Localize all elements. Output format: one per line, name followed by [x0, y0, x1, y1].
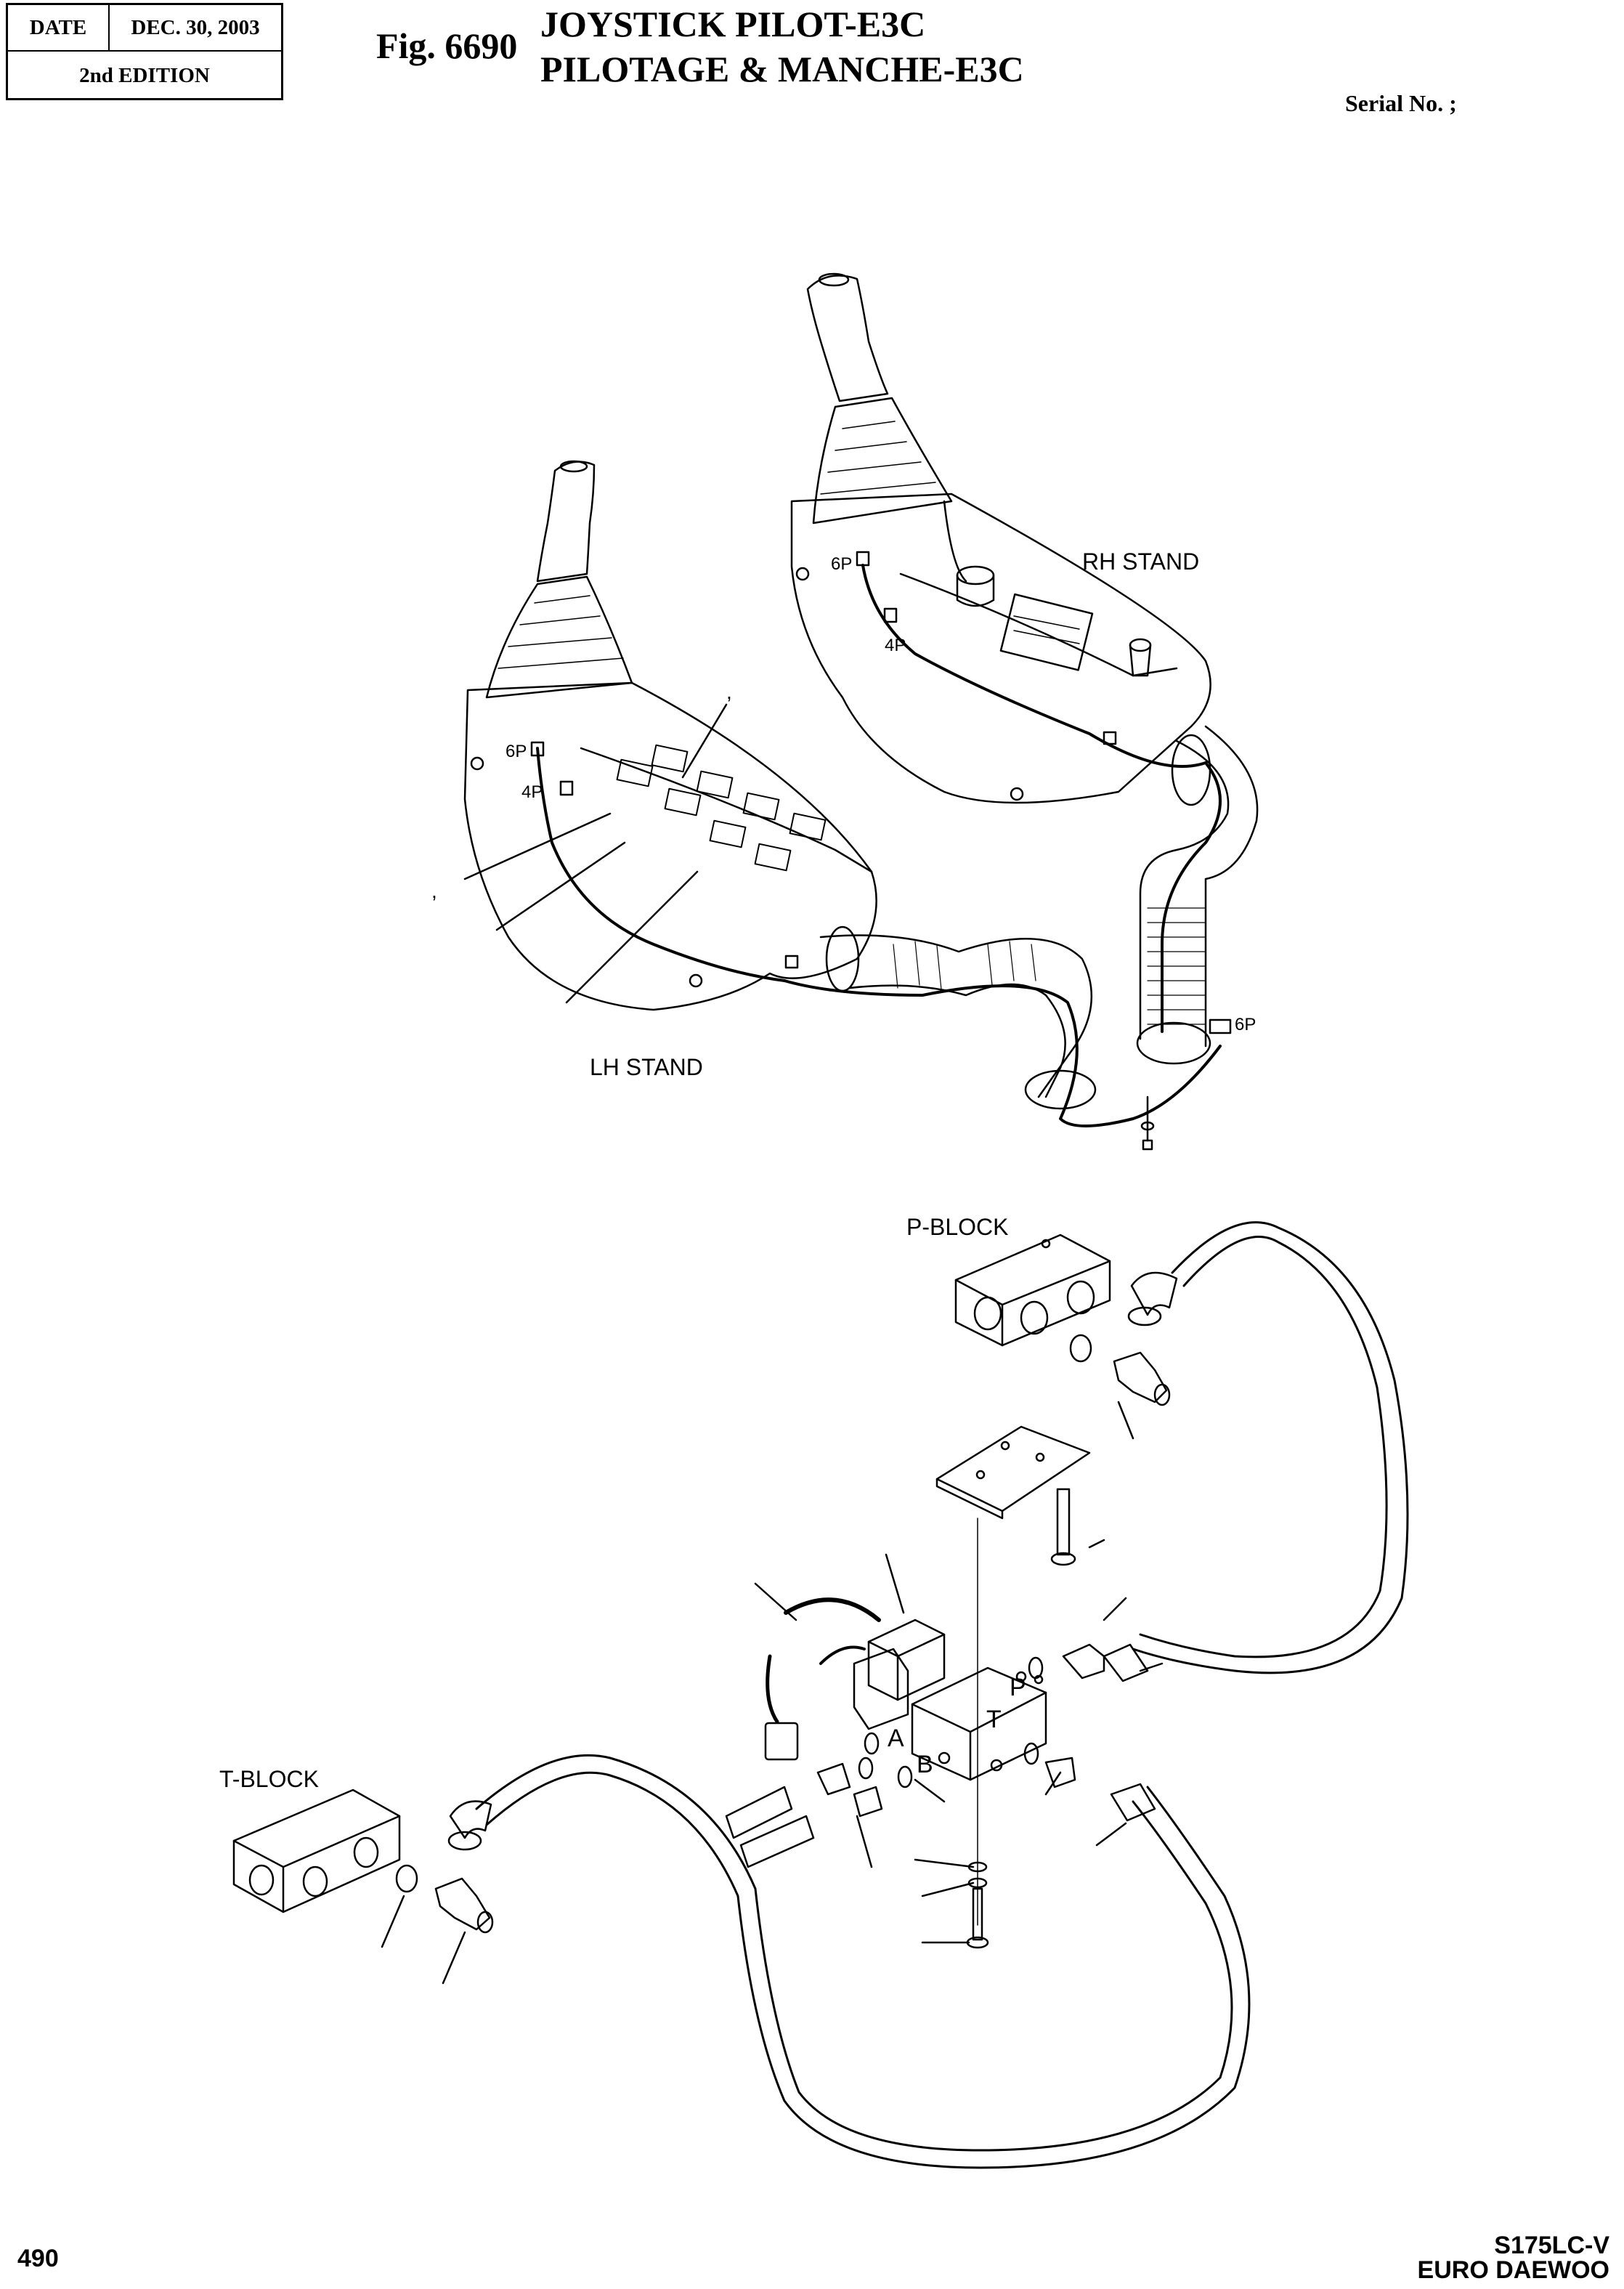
rh-joystick-boot — [812, 397, 953, 524]
mounting-plate — [935, 1425, 1091, 1926]
brand-name: EURO DAEWOO — [1417, 2256, 1609, 2284]
rh-console-body — [790, 493, 1211, 804]
lh-stand — [463, 460, 877, 1011]
model-name: S175LC-V — [1494, 2232, 1609, 2259]
figure-number: Fig. 6690 — [376, 25, 518, 66]
rh-6p-connector-label: 6P — [831, 554, 852, 574]
comma-mark: , — [726, 681, 732, 703]
header-date-row: DATE DEC. 30, 2003 — [8, 5, 281, 52]
lh-joystick-boot — [485, 575, 633, 699]
t-block-label: T-BLOCK — [219, 1766, 319, 1792]
lh-joystick-grip — [536, 461, 596, 583]
rh-stand-label: RH STAND — [1082, 548, 1199, 575]
harness-6p-connector-label: 6P — [1235, 1015, 1256, 1034]
port-a-label: A — [888, 1725, 904, 1752]
rh-joystick-grip — [806, 275, 889, 402]
comma-mark: , — [431, 880, 437, 902]
rh-stand — [790, 272, 1211, 804]
header-info-box: DATE DEC. 30, 2003 2nd EDITION — [6, 3, 283, 100]
t-block — [232, 1788, 494, 1985]
date-label: DATE — [8, 5, 110, 50]
lh-stand-label: LH STAND — [590, 1054, 703, 1080]
lh-4p-connector-label: 4P — [521, 782, 543, 802]
lh-console-body — [463, 681, 877, 1011]
title-english: JOYSTICK PILOT-E3C — [540, 4, 926, 44]
p-block-label: P-BLOCK — [906, 1214, 1008, 1240]
page-number: 490 — [17, 2245, 59, 2272]
edition-label: 2nd EDITION — [79, 63, 210, 87]
hoses — [475, 1221, 1409, 2169]
port-p-label: P — [1010, 1674, 1026, 1701]
lh-6p-connector-label: 6P — [506, 742, 527, 761]
port-t-label: T — [986, 1706, 1002, 1733]
port-b-label: B — [917, 1751, 933, 1778]
solenoid-valve — [725, 1539, 1164, 1949]
rh-4p-connector-label: 4P — [885, 636, 906, 655]
title-french: PILOTAGE & MANCHE-E3C — [540, 49, 1024, 89]
serial-number: Serial No. ; — [1345, 90, 1457, 116]
p-block — [954, 1233, 1178, 1440]
model-block: S175LC-V EURO DAEWOO — [1418, 2233, 1609, 2282]
corrugated-tube — [783, 725, 1259, 1151]
date-value: DEC. 30, 2003 — [131, 15, 260, 39]
